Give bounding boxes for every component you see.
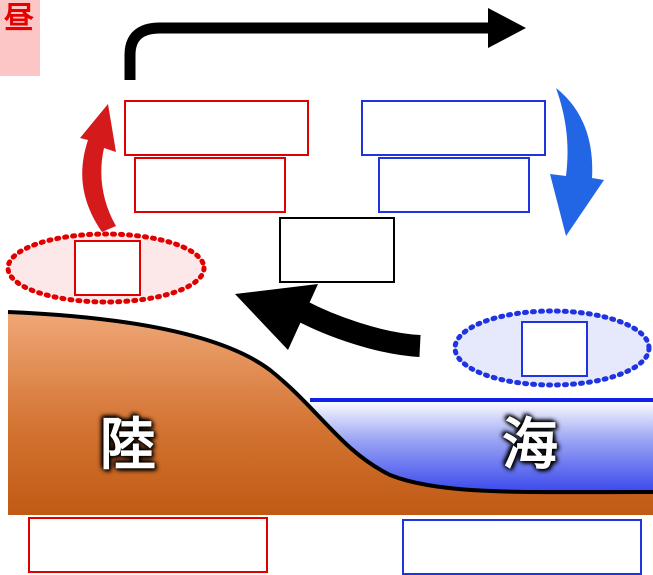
- sea-label: 海: [502, 413, 558, 478]
- blank-box-sea-upper: [361, 100, 546, 156]
- land-label: 陸: [100, 413, 156, 478]
- blue-curved-down-arrow-icon: [550, 88, 604, 236]
- blank-box-land-bottom: [28, 517, 268, 573]
- blank-box-sea-middle: [378, 157, 530, 213]
- blank-box-sea-bottom: [402, 519, 642, 575]
- blank-box-land-upper: [124, 100, 309, 156]
- time-label: 昼: [4, 1, 34, 36]
- red-curved-up-arrow-icon: [80, 104, 116, 232]
- time-label-tag: 昼: [0, 0, 40, 76]
- blank-box-land-middle: [134, 157, 286, 213]
- blank-box-sea-air: [521, 321, 588, 377]
- land-region: [7, 310, 653, 515]
- black-arrow-left-icon: [235, 284, 421, 357]
- blank-box-wind: [279, 217, 395, 283]
- black-arrow-right-icon: [124, 8, 526, 80]
- blank-box-land-air: [74, 240, 141, 296]
